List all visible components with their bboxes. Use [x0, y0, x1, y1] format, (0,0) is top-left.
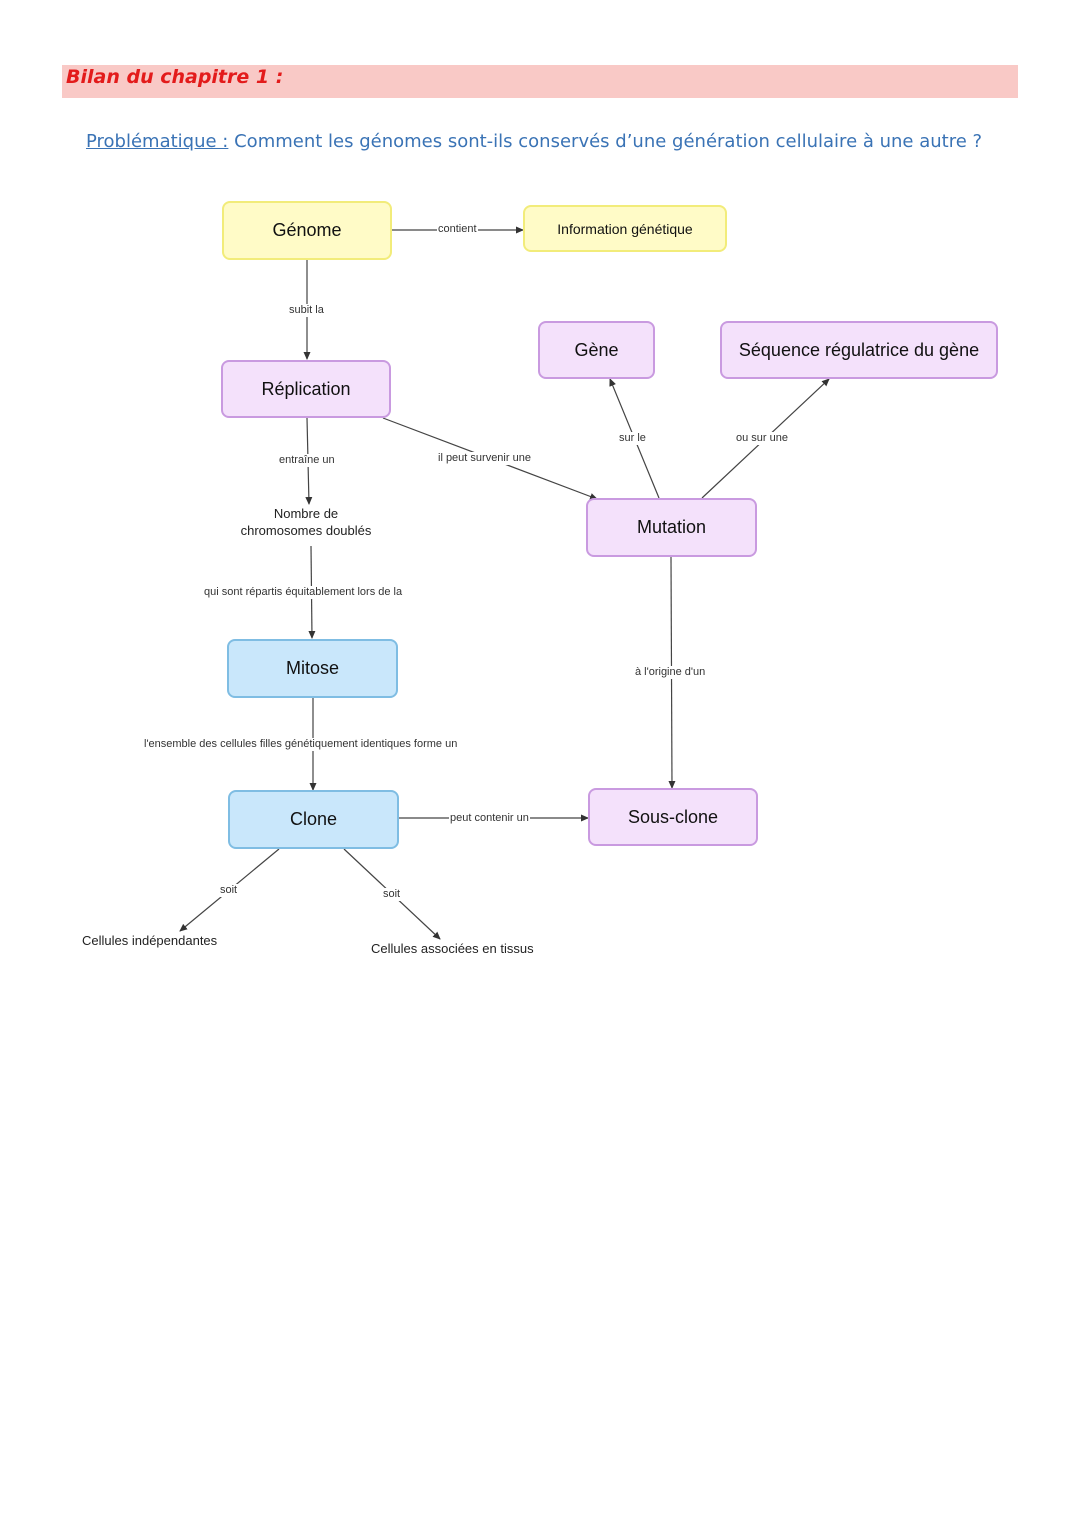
edge-label-il-peut-survenir: il peut survenir une [437, 452, 532, 465]
nombre-chromosomes-line2: chromosomes doublés [240, 523, 372, 538]
edge-label-ensemble: l'ensemble des cellules filles génétique… [143, 738, 459, 751]
edge-label-soit-right: soit [382, 888, 402, 901]
node-replication: Réplication [221, 360, 391, 418]
edge-label-soit-left: soit [219, 884, 239, 897]
node-information-genetique: Information génétique [523, 205, 727, 252]
edge-label-repartis: qui sont répartis équitablement lors de … [203, 586, 404, 599]
node-gene: Gène [538, 321, 655, 379]
edge-label-ou-sur-une: ou sur une [735, 432, 789, 445]
edge-label-contient: contient [437, 223, 478, 236]
edge-label-sur-le: sur le [618, 432, 647, 445]
edge-label-subit-la: subit la [288, 304, 325, 317]
node-mitose: Mitose [227, 639, 398, 698]
edge-label-entraine-un: entraîne un [278, 454, 336, 467]
node-genome: Génome [222, 201, 392, 260]
problematique-question: Comment les génomes sont-ils conservés d… [234, 131, 983, 152]
node-cellules-tissus: Cellules associées en tissus [371, 941, 534, 956]
chapter-title: Bilan du chapitre 1 : [66, 66, 284, 88]
node-clone: Clone [228, 790, 399, 849]
edge-label-origine: à l'origine d'un [634, 666, 707, 679]
node-mutation: Mutation [586, 498, 757, 557]
node-nombre-chromosomes: Nombre de chromosomes doublés [226, 505, 386, 539]
node-cellules-independantes: Cellules indépendantes [82, 933, 218, 948]
nombre-chromosomes-line1: Nombre de [273, 506, 339, 521]
edge-label-peut-contenir: peut contenir un [449, 812, 530, 825]
node-sequence-regulatrice: Séquence régulatrice du gène [720, 321, 998, 379]
header-band: Bilan du chapitre 1 : [62, 65, 1018, 98]
problematique-label: Problématique : [86, 131, 229, 152]
problematique: Problématique : Comment les génomes sont… [86, 131, 1026, 152]
node-sous-clone: Sous-clone [588, 788, 758, 846]
